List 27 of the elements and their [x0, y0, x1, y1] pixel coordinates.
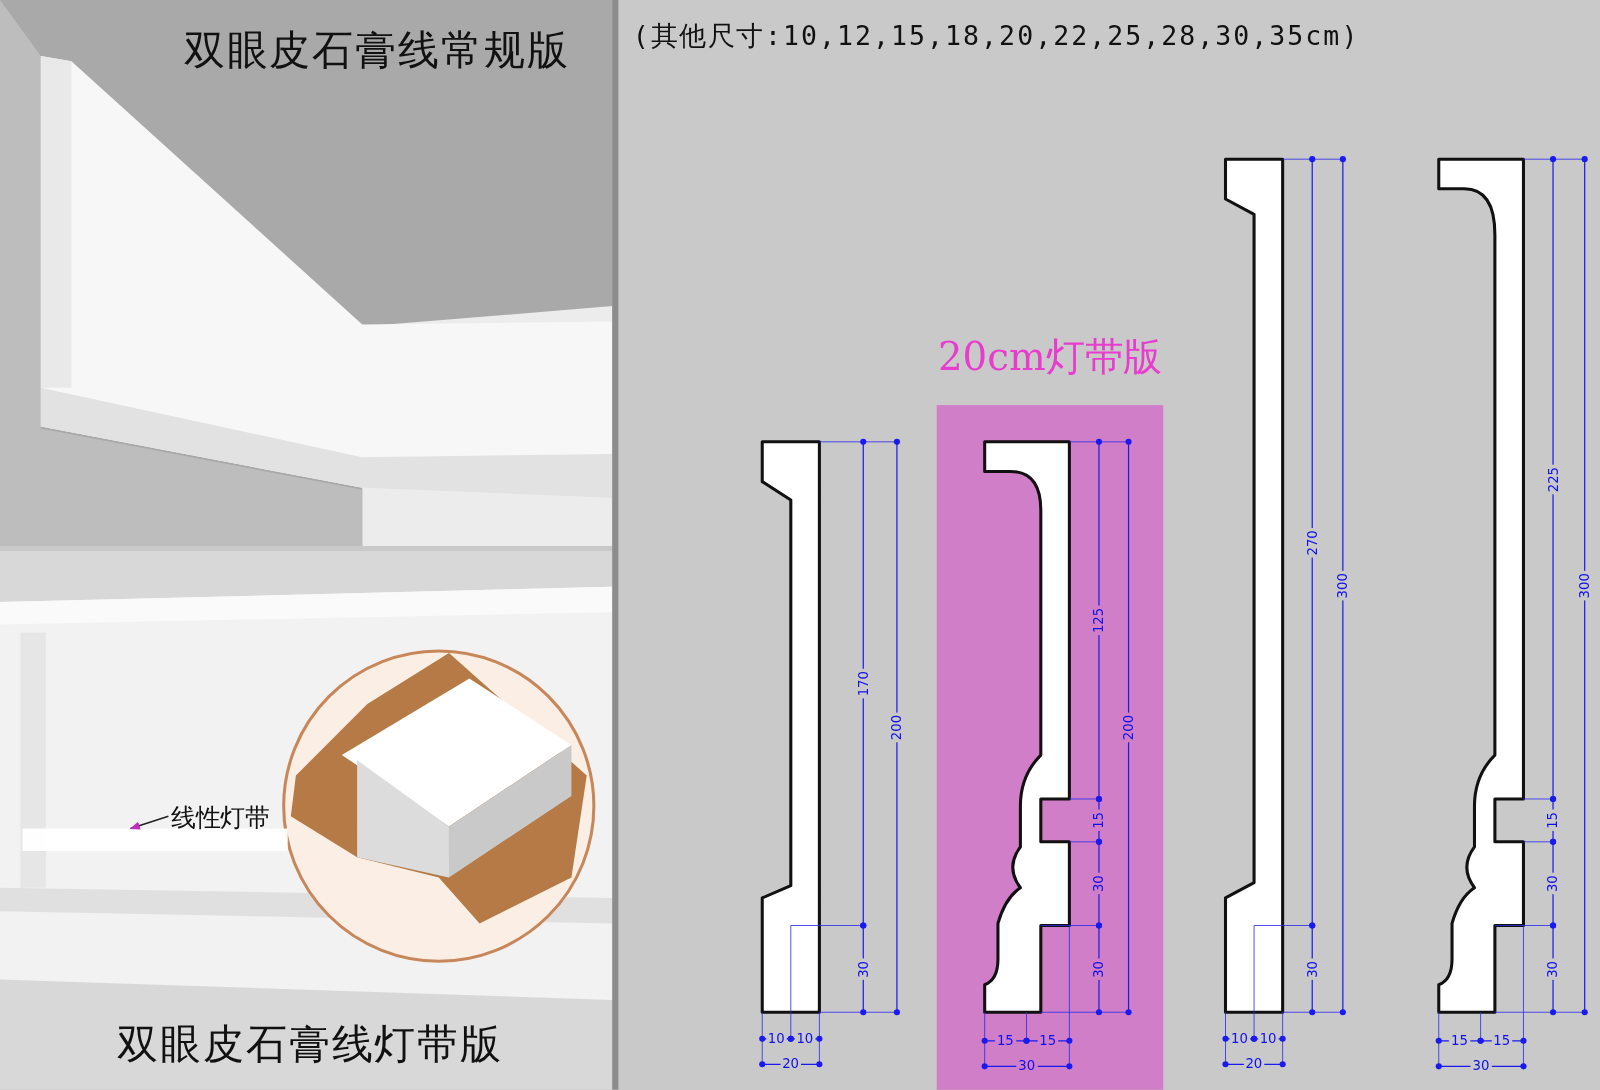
panel-title: 双眼皮石膏线常规版 — [183, 25, 570, 76]
dimension-label: 30 — [1304, 958, 1320, 980]
dimension-label: 30 — [1545, 958, 1560, 980]
dimension-label: 15 — [1037, 1033, 1059, 1048]
heading: 20cm灯带版 — [936, 333, 1164, 382]
dimension-label: 15 — [1448, 1033, 1470, 1048]
dimension-label: 10 — [765, 1031, 787, 1046]
dimension-label: 10 — [1257, 1031, 1279, 1046]
dimension-label: 225 — [1545, 464, 1561, 494]
dimension-label: 10 — [1229, 1031, 1251, 1046]
dimension-label: 200 — [889, 712, 904, 742]
dimension-label: 15 — [1545, 809, 1560, 831]
callout-label: 线性灯带 — [171, 801, 270, 834]
dimension-label: 300 — [1577, 571, 1592, 601]
dimension-label: 200 — [1121, 712, 1136, 742]
dimension-label: 30 — [855, 958, 871, 980]
dimension-label: 170 — [856, 668, 871, 699]
dimension-label: 10 — [794, 1031, 816, 1046]
dimension-label: 15 — [1491, 1033, 1513, 1048]
dimension-label: 270 — [1305, 527, 1320, 558]
light-strip — [22, 828, 288, 851]
size-note: (其他尺寸:10,12,15,18,20,22,25,28,30,35cm) — [632, 19, 1360, 53]
dimension-label: 30 — [1545, 873, 1560, 895]
leader-line — [129, 815, 170, 830]
dimension-label: 15 — [994, 1033, 1016, 1048]
dimension-label: 300 — [1335, 571, 1350, 601]
panel-title: 双眼皮石膏线灯带版 — [117, 1019, 504, 1070]
